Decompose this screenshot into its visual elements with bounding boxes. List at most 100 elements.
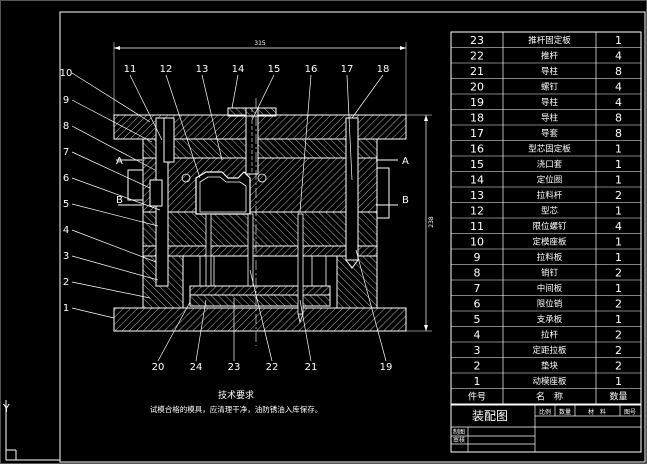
bom-cell-qty: 4 [615,81,622,94]
bom-cell-qty: 1 [615,143,622,156]
support-plate[interactable] [142,245,378,257]
spacer-block-right[interactable] [336,255,378,309]
title-block-checked: 审核 [453,436,465,444]
locating-ring[interactable] [227,107,277,117]
callout-bottom-22: 22 [266,362,279,373]
ejector-pin-2[interactable] [247,213,254,287]
bom-cell-qty: 1 [615,34,622,47]
limit-screw-left[interactable] [163,117,175,163]
bom-cell-qty: 1 [615,158,622,171]
core-insert[interactable] [195,171,251,215]
dowel-pin[interactable] [149,179,163,207]
bom-cell-qty: 2 [615,298,622,311]
bom-cell-name: 拉杆 [541,330,559,341]
guide-pin-bottom[interactable] [297,213,304,315]
cavity-plate[interactable] [142,157,378,213]
bom-cell-qty: 2 [615,329,622,342]
bom-cell-no: 7 [474,282,481,295]
callout-left-5: 5 [63,199,69,210]
core-fixing-plate[interactable] [142,211,378,247]
callout-top-12: 12 [160,64,173,75]
bom-cell-name: 导柱 [541,113,559,124]
callout-bottom-24: 24 [190,362,203,373]
bom-cell-qty: 4 [615,220,622,233]
stripper-plate[interactable] [142,138,378,159]
bom-header-qty: 数量 [609,391,627,403]
callout-left-3: 3 [63,251,69,262]
bom-cell-qty: 2 [615,360,622,373]
bom-cell-no: 9 [474,251,481,264]
bom-cell-qty: 8 [615,65,622,78]
bom-cell-qty: 2 [615,267,622,280]
bom-cell-no: 1 [474,375,481,388]
bom-cell-no: 4 [474,329,481,342]
bom-cell-name: 螺钉 [541,82,559,93]
bottom-clamp-plate[interactable] [113,307,407,332]
bom-cell-no: 6 [474,298,481,311]
callout-left-1: 1 [63,303,69,314]
bom-cell-no: 17 [470,127,484,140]
ucs-y-label: Y [2,402,10,415]
tie-bar-block[interactable] [127,169,144,201]
bom-cell-qty: 2 [615,344,622,357]
bom-cell-name: 拉料杆 [537,190,563,201]
bom-cell-qty: 1 [615,313,622,326]
bom-cell-name: 导套 [541,128,559,139]
bom-cell-no: 16 [470,143,484,156]
bom-cell-no: 8 [474,267,481,280]
callout-top-11: 11 [124,64,137,75]
guide-pin-right[interactable] [345,117,359,261]
bom-cell-name: 定距拉板 [532,345,567,356]
ejector-retainer-plate[interactable] [189,285,331,296]
ejector-plate[interactable] [189,294,331,307]
product-cavity [199,176,247,213]
bom-row[interactable]: 4 拉杆 2 [451,329,641,343]
pull-plate-right[interactable] [376,167,390,219]
bom-row[interactable]: 8 销钉 2 [451,267,641,281]
mold-assembly[interactable] [113,98,407,346]
bom-cell-no: 14 [470,174,484,187]
bom-row[interactable]: 11 限位螺钉 4 [451,220,641,234]
ejector-pin-1[interactable] [205,213,212,287]
requirements-title: 技术要求 [218,389,254,401]
bom-cell-name: 导柱 [541,66,559,77]
title-block[interactable]: 装配图 比例 数量 材 料 图号 制图 审核 [450,404,642,453]
bom-cell-no: 13 [470,189,484,202]
bom-cell-name: 限位螺钉 [532,221,567,232]
bom-cell-qty: 4 [615,96,622,109]
callout-top-13: 13 [196,64,209,75]
bom-cell-name: 销钉 [541,268,559,279]
bom-cell-name: 推杆固定板 [528,35,571,46]
bom-cell-no: 11 [470,220,484,233]
drawing-title: 装配图 [472,409,508,423]
bom-cell-name: 拉料板 [537,252,563,263]
callout-left-9: 9 [63,95,69,106]
section-markers: A A B B [116,156,409,206]
bom-cell-name: 中间板 [537,283,563,294]
callout-left-2: 2 [63,277,69,288]
